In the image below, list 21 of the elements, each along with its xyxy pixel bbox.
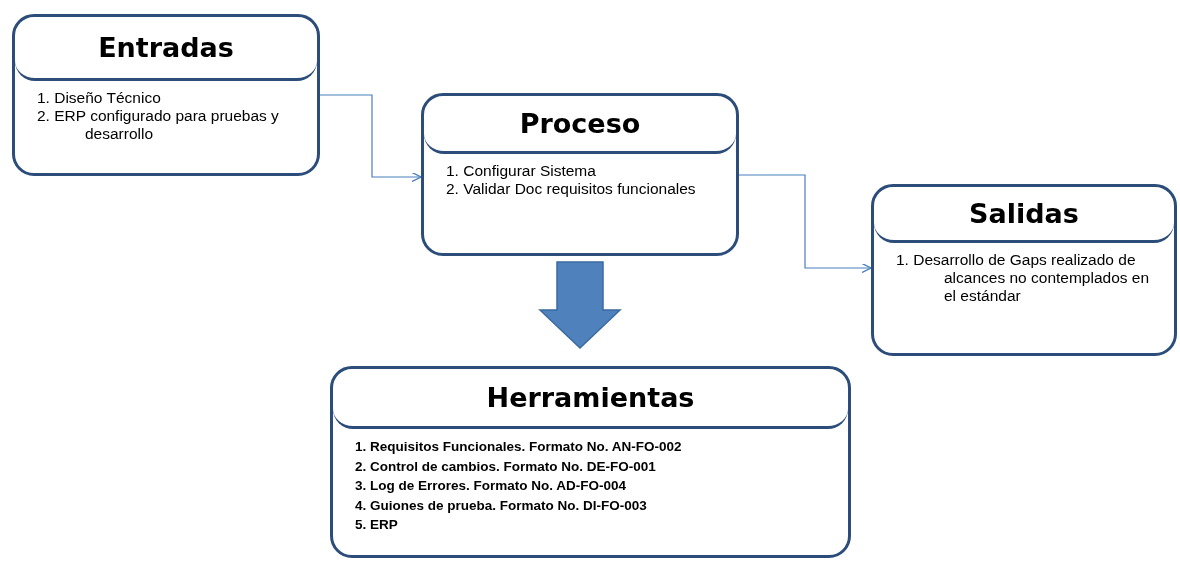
process-card — [871, 184, 1177, 356]
card-heading: Proceso — [519, 108, 641, 139]
connector-arrow — [738, 174, 872, 274]
list-item: 4. Guiones de prueba. Formato No. DI-FO-003 — [355, 496, 648, 515]
card-heading: Salidas — [969, 198, 1079, 229]
process-card — [12, 14, 320, 176]
list-item: 1. Configurar Sistema — [446, 162, 597, 180]
card-heading: Entradas — [98, 32, 234, 63]
card-heading: Herramientas — [486, 382, 695, 413]
list-item: 1. Requisitos Funcionales. Formato No. AN-FO-002 — [355, 438, 683, 456]
block-arrow — [538, 261, 622, 350]
list-item: 1. Desarrollo de Gaps realizado de alcances no contemplados en el estándar — [896, 251, 1151, 305]
process-card — [421, 93, 739, 256]
list-item: 5. ERP — [355, 516, 399, 534]
list-item: 2. ERP configurado para pruebas y desarrollo — [37, 107, 280, 143]
list-item: 2. Validar Doc requisitos funcionales — [446, 180, 697, 198]
list-item: 1. Diseño Técnico — [37, 89, 162, 107]
connector-arrow — [319, 94, 422, 183]
list-item: 2. Control de cambios. Formato No. DE-FO-001 — [355, 457, 657, 476]
process-card — [330, 366, 851, 558]
list-item: 3. Log de Errores. Formato No. AD-FO-004 — [355, 477, 628, 495]
